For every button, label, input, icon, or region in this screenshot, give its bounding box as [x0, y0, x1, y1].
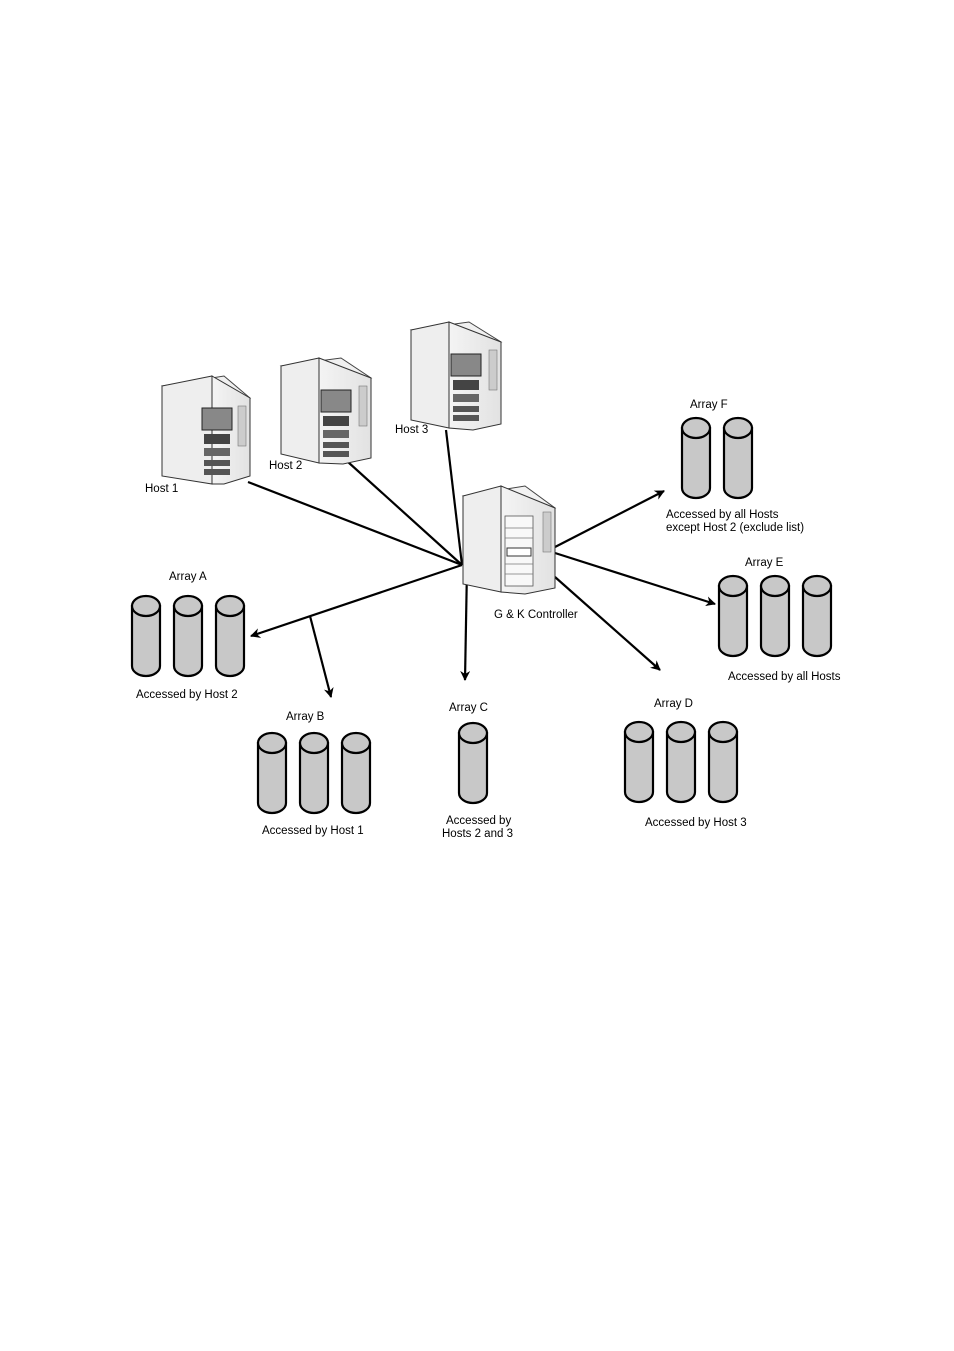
array-b-name: Array B [286, 711, 325, 723]
array-f-access-line-1: Accessed by all Hosts [666, 509, 779, 521]
link-controller-array-f [555, 491, 664, 547]
host-1 [162, 376, 250, 484]
disk-cylinder-icon [724, 418, 752, 498]
array-a-disks [132, 596, 244, 676]
link-controller-array-d [555, 577, 660, 670]
host-2-label: Host 2 [269, 460, 302, 472]
controller-icon [463, 486, 555, 594]
array-a-access: Accessed by Host 2 [136, 689, 238, 701]
disk-cylinder-icon [459, 723, 487, 803]
link-controller-array-b [310, 616, 331, 697]
array-d-name: Array D [654, 698, 693, 710]
host-2 [281, 358, 371, 464]
array-c-disks [459, 723, 487, 803]
disk-cylinder-icon [719, 576, 747, 656]
array-b-access: Accessed by Host 1 [262, 825, 364, 837]
host-1-label: Host 1 [145, 483, 178, 495]
array-c-access-line-2: Hosts 2 and 3 [442, 828, 513, 840]
controller-label: G & K Controller [494, 609, 578, 621]
array-e-disks [719, 576, 831, 656]
array-c-access-line-1: Accessed by [446, 815, 511, 827]
link-controller-array-a [251, 565, 462, 636]
array-f-name: Array F [690, 399, 728, 411]
array-a-name: Array A [169, 571, 207, 583]
disk-cylinder-icon [667, 722, 695, 802]
array-d-disks [625, 722, 737, 802]
host-3-label: Host 3 [395, 424, 428, 436]
array-d-access: Accessed by Host 3 [645, 817, 747, 829]
disk-cylinder-icon [761, 576, 789, 656]
array-f-access-line-2: except Host 2 (exclude list) [666, 522, 804, 534]
array-b-disks [258, 733, 370, 813]
link-host1-controller [248, 482, 462, 565]
disk-cylinder-icon [625, 722, 653, 802]
link-host3-controller [446, 430, 462, 565]
link-controller-array-e [555, 553, 715, 604]
disk-cylinder-icon [803, 576, 831, 656]
disk-cylinder-icon [174, 596, 202, 676]
disk-cylinder-icon [216, 596, 244, 676]
disk-cylinder-icon [258, 733, 286, 813]
host-3 [411, 322, 501, 430]
disk-cylinder-icon [682, 418, 710, 498]
disk-cylinder-icon [709, 722, 737, 802]
disk-cylinder-icon [300, 733, 328, 813]
disk-cylinder-icon [342, 733, 370, 813]
array-e-access: Accessed by all Hosts [728, 671, 841, 683]
array-e-name: Array E [745, 557, 784, 569]
array-c-name: Array C [449, 702, 488, 714]
array-f-disks [682, 418, 752, 498]
disk-cylinder-icon [132, 596, 160, 676]
link-host2-controller [348, 462, 462, 565]
